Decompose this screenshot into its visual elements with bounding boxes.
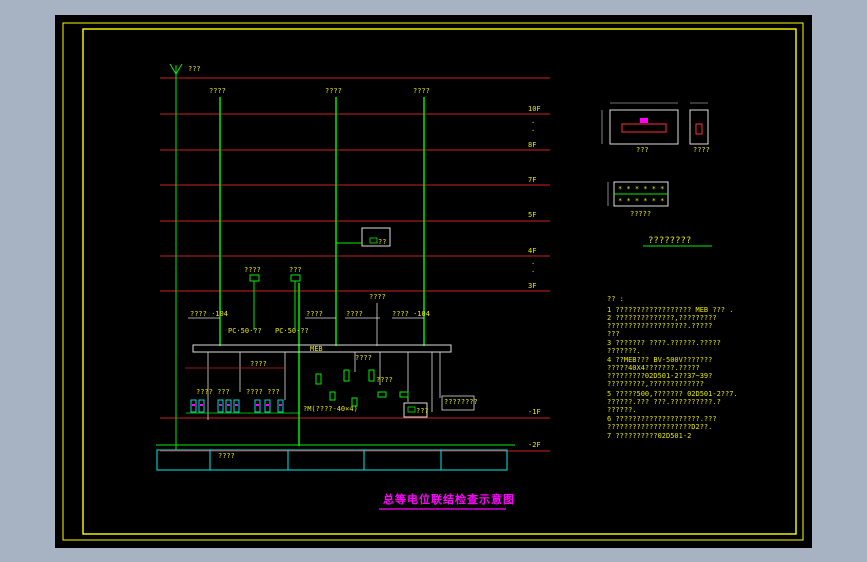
meb-bar: MEB [192,344,452,353]
detail-middle-caption: ????? [630,210,651,218]
drawing-title: 总等电位联结检查示意图 [383,492,515,506]
basement-tabs [192,404,282,406]
note-line-7: 4 ??MEB??? BV-500V??????? [607,356,712,364]
ground-label: ???????? [444,398,478,406]
floor-label-b2: -2F [528,441,541,449]
branch-lines-3f [188,303,424,346]
note-line-9: ?????????02D501-2??37~39? [607,372,712,380]
equip-label-1: PC·50·?? [228,327,262,335]
floor-label-10f: 10F [528,105,541,113]
note-line-16: 7 ??????????02D501-2 [607,432,691,440]
basement-label-5: ???? [376,376,393,384]
svg-text:????: ???? [244,266,261,274]
svg-text:* * * * * *: * * * * * * [618,185,664,193]
meb-label: MEB [310,345,323,353]
detail-side-view: ???? [689,102,710,154]
detail-top-right-caption: ???? [693,146,710,154]
note-line-14: 6 ????????????????????.??? [607,415,717,423]
note-line-13: ??????. [607,406,637,414]
tank-label: ??? [416,407,429,415]
note-line-12: ??????.??? ???.??????????.? [607,398,721,406]
risers [219,97,425,446]
basement-equipment [190,399,284,413]
floor-label-8f: 8F [528,141,536,149]
junction-box-5f: ?? [336,227,391,247]
pipe-label-3f: ???? [369,293,386,301]
notes-block: ?? : 1 ?????????????????? MEB ??? . 2 ??… [607,295,738,440]
notes-header: ?? : [607,295,624,303]
basement-label-3: ???? ??? [246,388,280,396]
pipe-symbols [315,369,409,407]
svg-text:·: · [531,119,535,127]
floor-label-5f: 5F [528,211,536,219]
branch-label-4: ???? ·104 [392,310,430,318]
basement-label-4: ???? [355,354,372,362]
note-line-10: ?????????,????????????? [607,380,704,388]
inner-frame [82,28,797,535]
note-line-15: ????????????????????D2??. [607,423,712,431]
svg-text:·: · [531,127,535,135]
note-line-5: 3 ??????? ????.??????.????? [607,339,721,347]
foundation [156,449,508,471]
water-tank: ??? [403,402,429,418]
branch-label-3: ???? [346,310,363,318]
detail-meb-box: ??? [601,102,679,154]
riser-label-3: ???? [413,87,430,95]
pipe-label-foundation: ???? [218,452,235,460]
note-line-6: ???????. [607,347,641,355]
floor-lines [160,77,550,452]
floor-label-4f: 4F [528,247,536,255]
note-line-8: ?????40X4???????.????? [607,364,700,372]
detail-top-caption: ??? [636,146,649,154]
note-line-3: ???????????????????.????? [607,322,712,330]
note-line-4: ??? [607,330,620,338]
note-line-2: 2 ??????????????,????????? [607,314,717,322]
equip-label-2: PC·50·?? [275,327,309,335]
floor-label-b1: -1F [528,408,541,416]
branch-label-1: ???? ·104 [190,310,228,318]
basement-label-1: ???? [250,360,267,368]
small-box-label: ?? [378,238,386,246]
branch-label-2: ???? [306,310,323,318]
outer-frame [62,22,804,541]
svg-text:·: · [531,260,535,268]
svg-text:???: ??? [289,266,302,274]
equipment-units [249,274,301,330]
note-line-11: 5 ?????500,??????? 02D501-2??7. [607,390,738,398]
antenna-label: ??? [188,65,201,73]
riser-label-1: ???? [209,87,226,95]
legend-title: ???????? [648,236,691,246]
lightning-rod-icon [169,63,183,450]
svg-text:* * * * * *: * * * * * * [618,197,664,205]
note-line-1: 1 ?????????????????? MEB ??? . [607,306,733,314]
bond-label: ?M(????-40×4) [303,405,358,413]
floor-label-7f: 7F [528,176,536,184]
riser-label-2: ???? [325,87,342,95]
basement-label-2: ???? ??? [196,388,230,396]
svg-text:·: · [531,268,535,276]
floor-label-3f: 3F [528,282,536,290]
meb-drops [207,352,441,420]
detail-terminal-strip: * * * * * * * * * * * * ????? [607,181,669,218]
drawing-paper [55,15,812,548]
floor-labels: 10F · · 8F 7F 5F 4F · · 3F -1F -2F [528,105,541,449]
